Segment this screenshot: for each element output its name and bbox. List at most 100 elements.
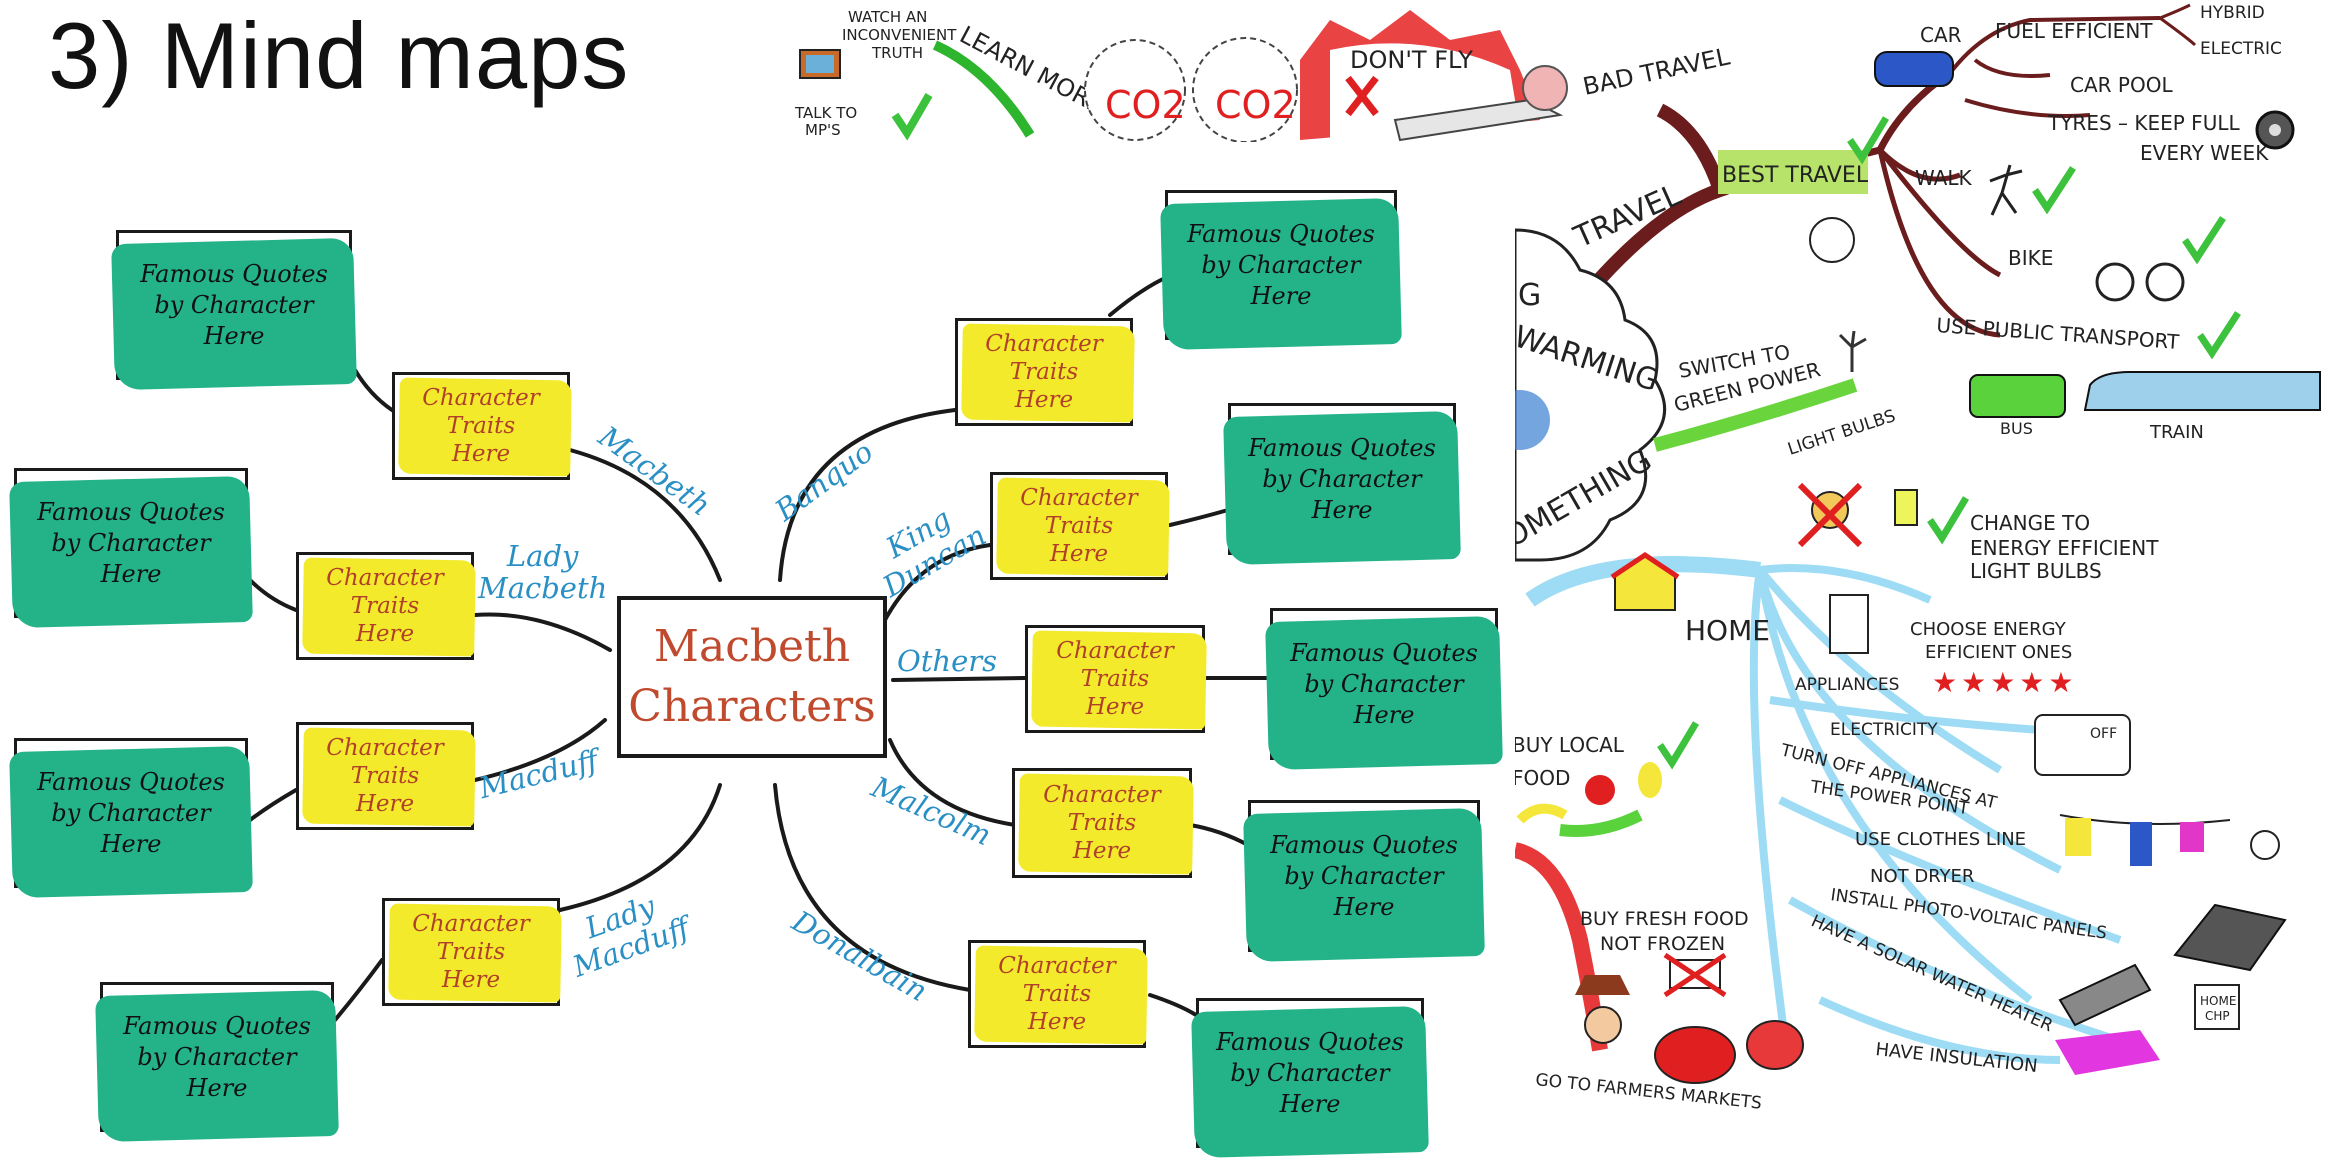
trait-line-2: Traits: [350, 763, 420, 789]
trait-line-1: Character: [998, 953, 1116, 979]
connector-quote-1: [353, 368, 394, 412]
fridge-icon: [1829, 594, 1869, 654]
trait-line-2: Traits: [1044, 513, 1114, 539]
quote-line-3: Here: [100, 559, 162, 588]
quote-line-3: Here: [186, 1073, 248, 1102]
best-travel-highlight: [1718, 150, 1868, 194]
quote-line-1: Famous Quotes: [1270, 830, 1458, 859]
walker-icon: [1989, 164, 2023, 216]
not-dryer-text: NOT DRYER: [1870, 866, 1974, 887]
quote-line-2: by Character: [1201, 250, 1361, 279]
cucumber-icon: [1559, 809, 1643, 837]
trait-line-3: Here: [451, 441, 511, 467]
quote-line-1: Famous Quotes: [1290, 638, 1478, 667]
food-text: FOOD: [1512, 766, 1570, 790]
quote-line-1: Famous Quotes: [1187, 219, 1375, 248]
smile-face-icon: [1809, 217, 1855, 263]
walk-text: WALK: [1915, 166, 1973, 190]
insulation-icon: [2055, 1030, 2160, 1075]
trait-line-1: Character: [1043, 782, 1161, 808]
home-chp-icon: [2194, 984, 2240, 1030]
pepper-icon: [1746, 1020, 1804, 1070]
trait-line-2: Traits: [350, 593, 420, 619]
appliances-text: APPLIANCES: [1795, 675, 1899, 695]
bike-text: BIKE: [2008, 246, 2053, 270]
trait-line-1: Character: [985, 331, 1103, 357]
green-power-branch: [1653, 378, 1858, 452]
bus-icon: [1969, 374, 2066, 418]
chp-text: CHP: [2205, 1009, 2230, 1023]
tick-icon: [1657, 721, 1700, 770]
quote-line-3: Here: [100, 829, 162, 858]
shirt-icon-2: [2180, 822, 2204, 852]
quote-line-1: Famous Quotes: [140, 259, 328, 288]
connector-malcolm: [888, 738, 1017, 827]
connector-quote-8: [1188, 823, 1250, 847]
trait-line-3: Here: [355, 621, 415, 647]
connector-others: [891, 676, 1027, 682]
sad-face-icon: [1522, 65, 1568, 111]
apple-icon: [1585, 775, 1615, 805]
trait-line-1: Character: [326, 565, 444, 591]
quote-line-2: by Character: [51, 528, 211, 557]
electric-text: ELECTRIC: [2200, 39, 2282, 59]
water-heater-icon: [2058, 963, 2152, 1027]
pear-icon: [1638, 762, 1662, 798]
connector-king-duncan: [883, 543, 992, 622]
trait-line-3: Here: [355, 791, 415, 817]
quote-line-3: Here: [203, 321, 265, 350]
trait-line-2: Traits: [446, 413, 516, 439]
clothes-line-text: USE CLOTHES LINE: [1855, 829, 2026, 850]
connector-macduff: [473, 718, 607, 782]
home-roof: [1610, 551, 1680, 580]
cross-icon: [1345, 75, 1379, 117]
connector-quote-6: [1168, 508, 1230, 527]
cross-icon: [1663, 952, 1727, 998]
quote-line-3: Here: [1333, 892, 1395, 921]
trait-line-1: Character: [326, 735, 444, 761]
connector-banquo: [778, 408, 957, 582]
fresh-food-text: BUY FRESH FOOD: [1580, 908, 1749, 930]
not-frozen-text: NOT FROZEN: [1600, 933, 1725, 955]
trait-line-3: Here: [1014, 387, 1074, 413]
tick-icon: [1847, 116, 1890, 165]
tv-screen: [806, 55, 834, 73]
quote-line-1: Famous Quotes: [123, 1011, 311, 1040]
watch-text: WATCH AN: [848, 8, 927, 26]
trait-line-3: Here: [1049, 541, 1109, 567]
g-text: G: [1518, 278, 1541, 313]
car-text: CAR: [1920, 23, 1962, 47]
quote-line-1: Famous Quotes: [37, 767, 225, 796]
quote-line-1: Famous Quotes: [1216, 1027, 1404, 1056]
trait-line-1: Character: [1020, 485, 1138, 511]
quote-line-3: Here: [1353, 700, 1415, 729]
connector-quote-5: [1108, 276, 1167, 317]
farmer-icon: [1584, 1006, 1622, 1044]
label-others: Others: [897, 644, 998, 678]
connector-quote-4: [333, 958, 384, 1022]
connector-macbeth: [568, 448, 722, 582]
global-warming-cloud: G WARMING OMETHING SWITCH TO GREEN POWER: [1490, 228, 1867, 562]
trait-line-2: Traits: [1067, 810, 1137, 836]
tick-icon: [2032, 166, 2076, 215]
connector-quote-2: [248, 578, 298, 612]
truth-text: TRUTH: [871, 44, 923, 62]
fuel-efficient-text: FUEL EFFICIENT: [1995, 19, 2153, 43]
wind-turbine-icon: [1838, 330, 1867, 372]
quote-line-3: Here: [1250, 281, 1312, 310]
quote-line-1: Famous Quotes: [37, 497, 225, 526]
trait-line-3: Here: [1085, 694, 1145, 720]
slide-title: 3) Mind maps: [48, 3, 630, 108]
power-socket-icon: [2034, 714, 2131, 776]
